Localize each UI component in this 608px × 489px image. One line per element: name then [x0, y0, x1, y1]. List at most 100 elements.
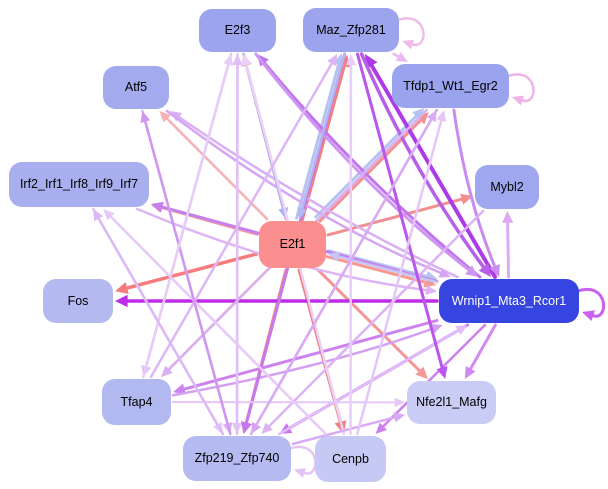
edge-Wrnip1_Mta3_Rcor1-to-Fos-arrowhead — [115, 294, 128, 308]
edge-Wrnip1_Mta3_Rcor1-to-E2f1 — [337, 255, 439, 284]
edge-E2f1-to-Maz_Zfp281 — [295, 63, 340, 220]
edge-Zfp219_Zfp740-to-Nfe2l1_Mafg-arrowhead — [393, 412, 405, 423]
edge-Wrnip1_Mta3_Rcor1-to-Mybl2-arrowhead — [502, 211, 514, 223]
node-Tfdp1_Wt1_Egr2[interactable]: Tfdp1_Wt1_Egr2 — [392, 64, 509, 108]
edge-Wrnip1_Mta3_Rcor1-to-Nfe2l1_Mafg — [469, 323, 497, 371]
edge-Wrnip1_Mta3_Rcor1-to-Irf2_Irf1_Irf8_Irf9_Irf7-arrowhead — [151, 201, 164, 213]
node-E2f3[interactable]: E2f3 — [199, 9, 276, 52]
edge-Wrnip1_Mta3_Rcor1-to-E2f1-arrowhead — [328, 251, 340, 262]
edge-Cenpb-to-Tfdp1_Wt1_Egr2 — [355, 119, 443, 436]
edge-Tfap4-to-E2f3 — [142, 63, 230, 379]
edge-Zfp219_Zfp740-to-Wrnip1_Mta3_Rcor1-arrowhead — [455, 325, 468, 335]
node-Maz_Zfp281[interactable]: Maz_Zfp281 — [303, 8, 399, 52]
node-label: E2f1 — [279, 237, 306, 252]
edge-Wrnip1_Mta3_Rcor1-to-Atf5 — [177, 115, 459, 279]
edge-E2f1-to-Fos-arrowhead — [115, 282, 129, 294]
edge-Wrnip1_Mta3_Rcor1-to-E2f3 — [263, 61, 482, 279]
edge-Tfdp1_Wt1_Egr2-to-Tfdp1_Wt1_Egr2 — [506, 73, 535, 103]
node-E2f1[interactable]: E2f1 — [259, 221, 326, 268]
node-Irf2_Irf1_Irf8_Irf9_Irf7[interactable]: Irf2_Irf1_Irf8_Irf9_Irf7 — [9, 162, 149, 207]
edge-E2f1-to-Nfe2l1_Mafg — [316, 268, 421, 373]
node-Tfap4[interactable]: Tfap4 — [102, 379, 171, 425]
edge-Zfp219_Zfp740-to-Nfe2l1_Mafg — [291, 416, 396, 446]
edge-Cenpb-to-E2f3-arrowhead — [241, 54, 252, 66]
edge-E2f1-to-Maz_Zfp281 — [300, 64, 346, 222]
edge-Tfdp1_Wt1_Egr2-to-Tfdp1_Wt1_Egr2-arrowhead — [512, 95, 525, 106]
edge-Wrnip1_Mta3_Rcor1-to-Maz_Zfp281 — [369, 63, 498, 279]
edge-Atf5-to-Wrnip1_Mta3_Rcor1-arrowhead — [438, 268, 451, 278]
edge-Cenpb-to-Tfdp1_Wt1_Egr2-arrowhead — [436, 110, 447, 122]
node-label: Irf2_Irf1_Irf8_Irf9_Irf7 — [19, 177, 139, 192]
edge-Mybl2-to-Zfp219_Zfp740 — [267, 209, 485, 428]
node-label: Fos — [67, 293, 89, 308]
edge-Tfap4-to-Wrnip1_Mta3_Rcor1 — [171, 327, 434, 397]
node-label: Wrnip1_Mta3_Rcor1 — [451, 293, 567, 308]
edge-Cenpb-to-Maz_Zfp281-arrowhead — [345, 54, 357, 66]
node-label: Cenpb — [332, 451, 369, 466]
edge-Maz_Zfp281-to-Tfdp1_Wt1_Egr2 — [392, 52, 400, 58]
edge-Wrnip1_Mta3_Rcor1-to-Nfe2l1_Mafg-arrowhead — [464, 365, 476, 379]
edge-Tfdp1_Wt1_Egr2-to-Wrnip1_Mta3_Rcor1-arrowhead — [489, 263, 500, 277]
edge-Zfp219_Zfp740-to-E2f3-arrowhead — [232, 54, 243, 66]
edge-Zfp219_Zfp740-to-Zfp219_Zfp740-arrowhead — [294, 468, 307, 478]
edge-Maz_Zfp281-to-Wrnip1_Mta3_Rcor1 — [359, 52, 486, 269]
edge-Mybl2-to-Zfp219_Zfp740-arrowhead — [261, 422, 273, 434]
edge-Wrnip1_Mta3_Rcor1-to-Tfap4-arrowhead — [173, 383, 186, 395]
edge-E2f1-to-Fos — [125, 252, 259, 290]
edge-E2f1-to-Tfdp1_Wt1_Egr2-arrowhead — [412, 107, 425, 121]
edge-E2f3-to-Wrnip1_Mta3_Rcor1-arrowhead — [465, 265, 479, 277]
edge-Atf5-to-Wrnip1_Mta3_Rcor1 — [165, 109, 442, 275]
node-label: Nfe2l1_Mafg — [416, 395, 487, 410]
edge-E2f3-to-Wrnip1_Mta3_Rcor1 — [254, 52, 471, 272]
node-Cenpb[interactable]: Cenpb — [315, 436, 386, 482]
edge-Tfdp1_Wt1_Egr2-to-Tfap4-arrowhead — [161, 365, 173, 377]
edge-Maz_Zfp281-to-Nfe2l1_Mafg — [355, 52, 444, 370]
edge-Wrnip1_Mta3_Rcor1-to-Wrnip1_Mta3_Rcor1 — [576, 287, 606, 318]
edge-Maz_Zfp281-to-Tfdp1_Wt1_Egr2-arrowhead — [395, 52, 408, 62]
node-Atf5[interactable]: Atf5 — [103, 66, 169, 109]
node-label: E2f3 — [224, 23, 251, 38]
edge-Wrnip1_Mta3_Rcor1-to-Cenpb — [382, 323, 487, 428]
edge-Wrnip1_Mta3_Rcor1-to-Cenpb-arrowhead — [375, 422, 387, 434]
node-Nfe2l1_Mafg[interactable]: Nfe2l1_Mafg — [407, 381, 496, 424]
edge-Cenpb-to-Irf2_Irf1_Irf8_Irf9_Irf7 — [109, 215, 328, 436]
edge-Wrnip1_Mta3_Rcor1-to-Wrnip1_Mta3_Rcor1-arrowhead — [582, 310, 595, 322]
node-Wrnip1_Mta3_Rcor1[interactable]: Wrnip1_Mta3_Rcor1 — [439, 279, 579, 323]
edge-Maz_Zfp281-to-Maz_Zfp281-arrowhead — [402, 39, 415, 50]
edge-Maz_Zfp281-to-E2f1 — [301, 52, 346, 210]
edge-E2f1-to-Atf5-arrowhead — [159, 111, 171, 123]
node-label: Tfap4 — [120, 394, 153, 409]
edge-Irf2_Irf1_Irf8_Irf9_Irf7-to-Wrnip1_Mta3_Rcor1-arrowhead — [425, 285, 437, 296]
node-label: Mybl2 — [490, 179, 524, 194]
edge-Zfp219_Zfp740-to-Atf5-arrowhead — [140, 111, 151, 123]
node-Zfp219_Zfp740[interactable]: Zfp219_Zfp740 — [183, 436, 291, 481]
edge-Wrnip1_Mta3_Rcor1-to-Atf5-arrowhead — [170, 111, 183, 122]
node-Mybl2[interactable]: Mybl2 — [475, 165, 539, 209]
edge-Wrnip1_Mta3_Rcor1-to-Tfap4 — [182, 319, 439, 391]
edge-Maz_Zfp281-to-E2f1-arrowhead — [297, 207, 308, 219]
node-label: Atf5 — [124, 80, 148, 95]
edge-E2f1-to-Tfdp1_Wt1_Egr2 — [318, 118, 422, 223]
edge-Tfap4-to-E2f3-arrowhead — [223, 54, 234, 66]
node-label: Zfp219_Zfp740 — [194, 451, 280, 466]
node-Fos[interactable]: Fos — [43, 279, 113, 323]
edge-E2f1-to-Nfe2l1_Mafg-arrowhead — [415, 366, 428, 379]
edge-Cenpb-to-Irf2_Irf1_Irf8_Irf9_Irf7-arrowhead — [103, 209, 115, 221]
edge-Maz_Zfp281-to-Nfe2l1_Mafg-arrowhead — [436, 366, 448, 379]
edge-Maz_Zfp281-to-Zfp219_Zfp740-arrowhead — [241, 421, 252, 434]
edge-E2f1-to-Wrnip1_Mta3_Rcor1 — [325, 255, 427, 284]
edge-Maz_Zfp281-to-Maz_Zfp281 — [396, 17, 425, 47]
edge-Zfp219_Zfp740-to-Tfdp1_Wt1_Egr2-arrowhead — [426, 110, 437, 123]
edge-Tfap4-to-Maz_Zfp281 — [149, 62, 333, 379]
edge-Zfp219_Zfp740-to-Atf5 — [144, 120, 232, 436]
edge-Zfp219_Zfp740-to-Irf2_Irf1_Irf8_Irf9_Irf7-arrowhead — [93, 209, 104, 222]
edge-E2f1-to-Tfdp1_Wt1_Egr2-arrowhead — [416, 112, 429, 125]
edge-Zfp219_Zfp740-to-Irf2_Irf1_Irf8_Irf9_Irf7 — [97, 217, 225, 436]
edge-Zfp219_Zfp740-to-Tfdp1_Wt1_Egr2 — [249, 118, 433, 436]
edge-Tfdp1_Wt1_Egr2-to-Wrnip1_Mta3_Rcor1 — [452, 108, 497, 268]
edge-Tfap4-to-Maz_Zfp281-arrowhead — [327, 54, 338, 67]
edge-Tfap4-to-Nfe2l1_Mafg-arrowhead — [394, 397, 405, 408]
